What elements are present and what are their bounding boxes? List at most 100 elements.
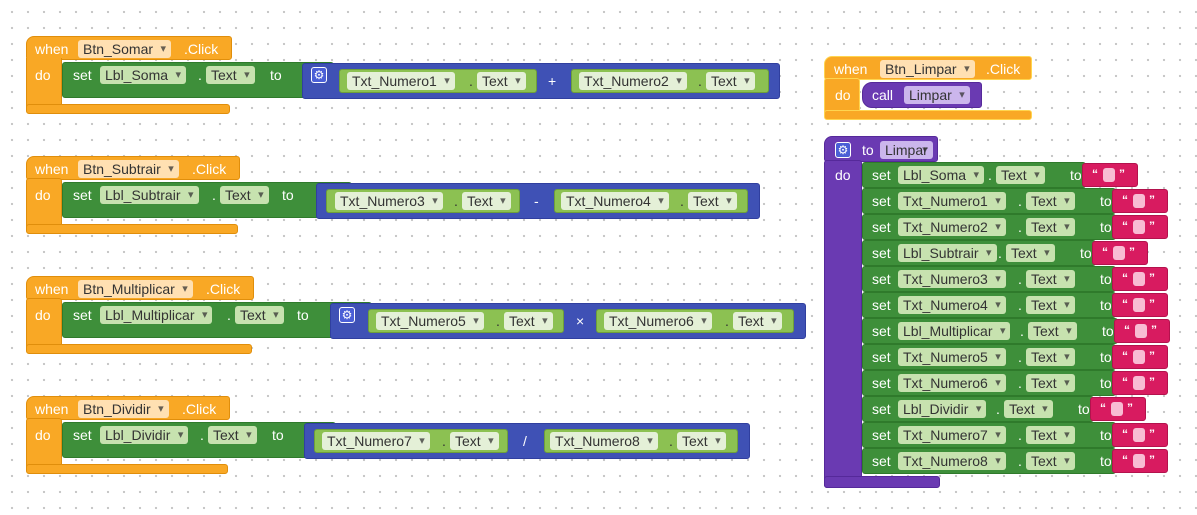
event-block-btn-limpar-click[interactable]: when Btn_Limpar .Click do call Limpar (824, 56, 1036, 124)
empty-string-field[interactable] (1133, 194, 1145, 208)
empty-string-field[interactable] (1133, 428, 1145, 442)
property-dropdown[interactable]: Text (450, 432, 499, 450)
dot: . (1018, 453, 1022, 469)
component-dropdown[interactable]: Txt_Numero2 (898, 218, 1006, 236)
empty-string-field[interactable] (1133, 298, 1145, 312)
empty-string-field[interactable] (1133, 220, 1145, 234)
event-block-btn-subtrair-click[interactable]: when Btn_Subtrair .Click do set Lbl_Subt… (26, 156, 766, 236)
component-dropdown[interactable]: Txt_Numero1 (347, 72, 455, 90)
close-quote: ” (1149, 375, 1155, 389)
component-dropdown[interactable]: Txt_Numero8 (898, 452, 1006, 470)
property-dropdown[interactable]: Text (1026, 296, 1075, 314)
property-dropdown[interactable]: Text (688, 192, 737, 210)
event-block-body (26, 418, 62, 472)
property-dropdown[interactable]: Text (1026, 374, 1075, 392)
empty-string-field[interactable] (1113, 246, 1125, 260)
component-dropdown[interactable]: Txt_Numero8 (550, 432, 658, 450)
property-dropdown[interactable]: Text (1026, 270, 1075, 288)
procedure-name-field[interactable]: Limpar (880, 141, 933, 159)
component-dropdown[interactable]: Txt_Numero2 (579, 72, 687, 90)
component-dropdown[interactable]: Txt_Numero6 (604, 312, 712, 330)
component-dropdown[interactable]: Lbl_Subtrair (100, 186, 199, 204)
property-dropdown[interactable]: Text (1026, 426, 1075, 444)
property-dropdown[interactable]: Text (208, 426, 257, 444)
empty-string-field[interactable] (1133, 350, 1145, 364)
event-block-bottom (26, 104, 230, 114)
to-keyword: to (862, 142, 874, 158)
property-dropdown[interactable]: Text (462, 192, 511, 210)
component-dropdown[interactable]: Lbl_Multiplicar (898, 322, 1011, 340)
property-dropdown[interactable]: Text (477, 72, 526, 90)
dot: . (996, 401, 1000, 417)
component-dropdown[interactable]: Lbl_Multiplicar (100, 306, 213, 324)
property-dropdown[interactable]: Text (1026, 452, 1075, 470)
property-dropdown[interactable]: Text (1026, 218, 1075, 236)
empty-string-field[interactable] (1103, 168, 1115, 182)
property-dropdown[interactable]: Text (1004, 400, 1053, 418)
component-dropdown[interactable]: Btn_Limpar (880, 60, 975, 78)
dot: . (1018, 297, 1022, 313)
property-dropdown[interactable]: Text (677, 432, 726, 450)
procedure-block-limpar[interactable]: ⚙ to Limpar do setLbl_Soma.Textto“”setTx… (824, 136, 1190, 492)
empty-string-field[interactable] (1133, 454, 1145, 468)
do-keyword: do (835, 87, 851, 103)
procedure-dropdown[interactable]: Limpar (904, 86, 970, 104)
component-dropdown[interactable]: Lbl_Dividir (898, 400, 987, 418)
event-block-btn-dividir-click[interactable]: when Btn_Dividir .Click do set Lbl_Divid… (26, 396, 756, 476)
empty-string-block[interactable] (1112, 345, 1168, 369)
event-block-bottom (824, 110, 1032, 120)
event-block-btn-somar-click[interactable]: when Btn_Somar .Click do set Lbl_Soma . … (26, 36, 786, 116)
component-dropdown[interactable]: Lbl_Soma (100, 66, 187, 84)
component-dropdown[interactable]: Txt_Numero4 (561, 192, 669, 210)
property-dropdown[interactable]: Text (706, 72, 755, 90)
property-dropdown[interactable]: Text (235, 306, 284, 324)
property-dropdown[interactable]: Text (996, 166, 1045, 184)
component-dropdown[interactable]: Txt_Numero3 (898, 270, 1006, 288)
component-dropdown[interactable]: Btn_Somar (78, 40, 172, 58)
component-dropdown[interactable]: Txt_Numero3 (335, 192, 443, 210)
component-dropdown[interactable]: Txt_Numero5 (898, 348, 1006, 366)
set-keyword: set (872, 245, 891, 261)
component-dropdown[interactable]: Txt_Numero6 (898, 374, 1006, 392)
to-keyword: to (1080, 245, 1092, 261)
close-quote: ” (1119, 167, 1125, 181)
component-dropdown[interactable]: Txt_Numero7 (322, 432, 430, 450)
property-dropdown[interactable]: Text (206, 66, 255, 84)
dot: . (680, 193, 684, 209)
to-keyword: to (1100, 271, 1112, 287)
property-dropdown[interactable]: Text (1026, 348, 1075, 366)
to-keyword: to (297, 307, 309, 323)
when-keyword: when (35, 401, 69, 417)
property-dropdown[interactable]: Text (733, 312, 782, 330)
component-dropdown[interactable]: Txt_Numero7 (898, 426, 1006, 444)
set-keyword: set (73, 307, 92, 323)
component-dropdown[interactable]: Lbl_Dividir (100, 426, 189, 444)
property-dropdown[interactable]: Text (1006, 244, 1055, 262)
gear-icon[interactable]: ⚙ (835, 142, 851, 158)
property-dropdown[interactable]: Text (1026, 192, 1075, 210)
component-dropdown[interactable]: Txt_Numero5 (376, 312, 484, 330)
dot: . (212, 187, 216, 203)
component-dropdown[interactable]: Btn_Subtrair (78, 160, 179, 178)
property-dropdown[interactable]: Text (504, 312, 553, 330)
empty-string-block[interactable] (1112, 449, 1168, 473)
component-dropdown[interactable]: Txt_Numero1 (898, 192, 1006, 210)
component-dropdown[interactable]: Lbl_Subtrair (898, 244, 997, 262)
component-dropdown[interactable]: Btn_Dividir (78, 400, 169, 418)
dot: . (1018, 349, 1022, 365)
empty-string-field[interactable] (1135, 324, 1147, 338)
gear-icon[interactable]: ⚙ (311, 67, 327, 83)
property-dropdown[interactable]: Text (1028, 322, 1077, 340)
component-dropdown[interactable]: Lbl_Soma (898, 166, 985, 184)
property-dropdown[interactable]: Text (220, 186, 269, 204)
component-dropdown[interactable]: Btn_Multiplicar (78, 280, 193, 298)
event-name: .Click (986, 61, 1021, 77)
gear-icon[interactable]: ⚙ (339, 307, 355, 323)
empty-string-field[interactable] (1133, 272, 1145, 286)
empty-string-block[interactable] (1112, 189, 1168, 213)
empty-string-field[interactable] (1133, 376, 1145, 390)
event-block-btn-multiplicar-click[interactable]: when Btn_Multiplicar .Click do set Lbl_M… (26, 276, 812, 356)
component-dropdown[interactable]: Txt_Numero4 (898, 296, 1006, 314)
empty-string-field[interactable] (1111, 402, 1123, 416)
when-keyword: when (35, 281, 69, 297)
